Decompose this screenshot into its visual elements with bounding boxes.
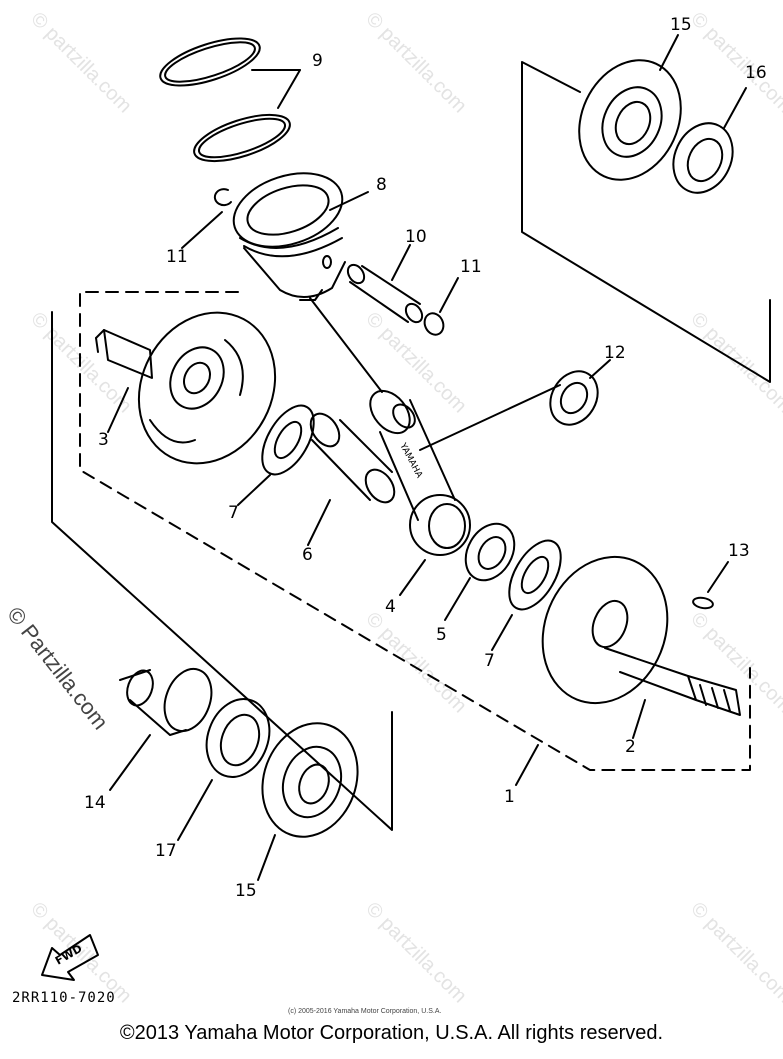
watermark-tile: © partzilla.com xyxy=(686,308,783,417)
callout-17: 17 xyxy=(155,841,177,861)
watermark-tiles: © partzilla.com © partzilla.com © partzi… xyxy=(26,8,783,1007)
watermark-tile: © partzilla.com xyxy=(361,898,470,1007)
thrust-washer-left xyxy=(261,404,315,476)
watermark-tile: © partzilla.com xyxy=(26,8,135,117)
callout-4: 4 xyxy=(385,597,396,617)
footer-copyright: ©2013 Yamaha Motor Corporation, U.S.A. A… xyxy=(119,1022,664,1044)
piston-pin-clip-right xyxy=(423,312,445,336)
watermark-tile: © partzilla.com xyxy=(361,8,470,117)
diagram-code: 2RR110-7020 xyxy=(12,990,116,1006)
piston-pin xyxy=(346,263,424,324)
callout-9: 9 xyxy=(312,51,323,71)
callout-15-bottom: 15 xyxy=(235,881,257,901)
oil-seal-bottom xyxy=(205,698,271,778)
callout-15-top: 15 xyxy=(670,15,692,35)
callout-6: 6 xyxy=(302,545,313,565)
connecting-rod xyxy=(369,389,471,556)
crankshaft-bearing-bottom xyxy=(261,722,359,838)
callout-14: 14 xyxy=(84,793,106,813)
rod-lettering: YAMAHA xyxy=(397,441,424,481)
lower-box-outline xyxy=(51,311,393,831)
piston-pin-clip xyxy=(213,188,232,207)
thrust-washer-right xyxy=(508,539,562,611)
crankshaft-bearing-top xyxy=(578,59,682,181)
bearing-box-outline xyxy=(521,61,771,383)
callout-16: 16 xyxy=(745,63,767,83)
woodruff-key xyxy=(692,596,714,610)
crank-left xyxy=(95,311,277,465)
callout-1: 1 xyxy=(504,787,515,807)
needle-bearing xyxy=(464,522,516,582)
callout-7-right: 7 xyxy=(484,651,495,671)
callout-8: 8 xyxy=(376,175,387,195)
callout-13: 13 xyxy=(728,541,750,561)
piston xyxy=(232,172,346,301)
callout-3: 3 xyxy=(98,430,109,450)
callout-12: 12 xyxy=(604,343,626,363)
watermark-tile: © partzilla.com xyxy=(26,308,135,417)
piston-rings xyxy=(159,37,291,163)
callout-2: 2 xyxy=(625,737,636,757)
needle-bearing-small xyxy=(549,370,599,426)
watermark-tile: © partzilla.com xyxy=(361,308,470,417)
callout-5: 5 xyxy=(436,625,447,645)
fwd-arrow-icon xyxy=(41,934,99,981)
crank-pin xyxy=(309,412,396,504)
callout-11-right: 11 xyxy=(460,257,482,277)
crank-assembly-box xyxy=(79,291,751,771)
watermark-tile: © partzilla.com xyxy=(686,898,783,1007)
crank-right xyxy=(541,555,741,716)
collar-spacer xyxy=(119,668,213,736)
callout-10: 10 xyxy=(405,227,427,247)
watermark-tile: © partzilla.com xyxy=(361,608,470,717)
watermark-tile: © partzilla.com xyxy=(686,8,783,117)
callout-7-left: 7 xyxy=(228,503,239,523)
small-copyright: (c) 2005-2016 Yamaha Motor Corporation, … xyxy=(288,1008,442,1015)
oil-seal-top xyxy=(672,122,734,194)
callout-11-left: 11 xyxy=(166,247,188,267)
